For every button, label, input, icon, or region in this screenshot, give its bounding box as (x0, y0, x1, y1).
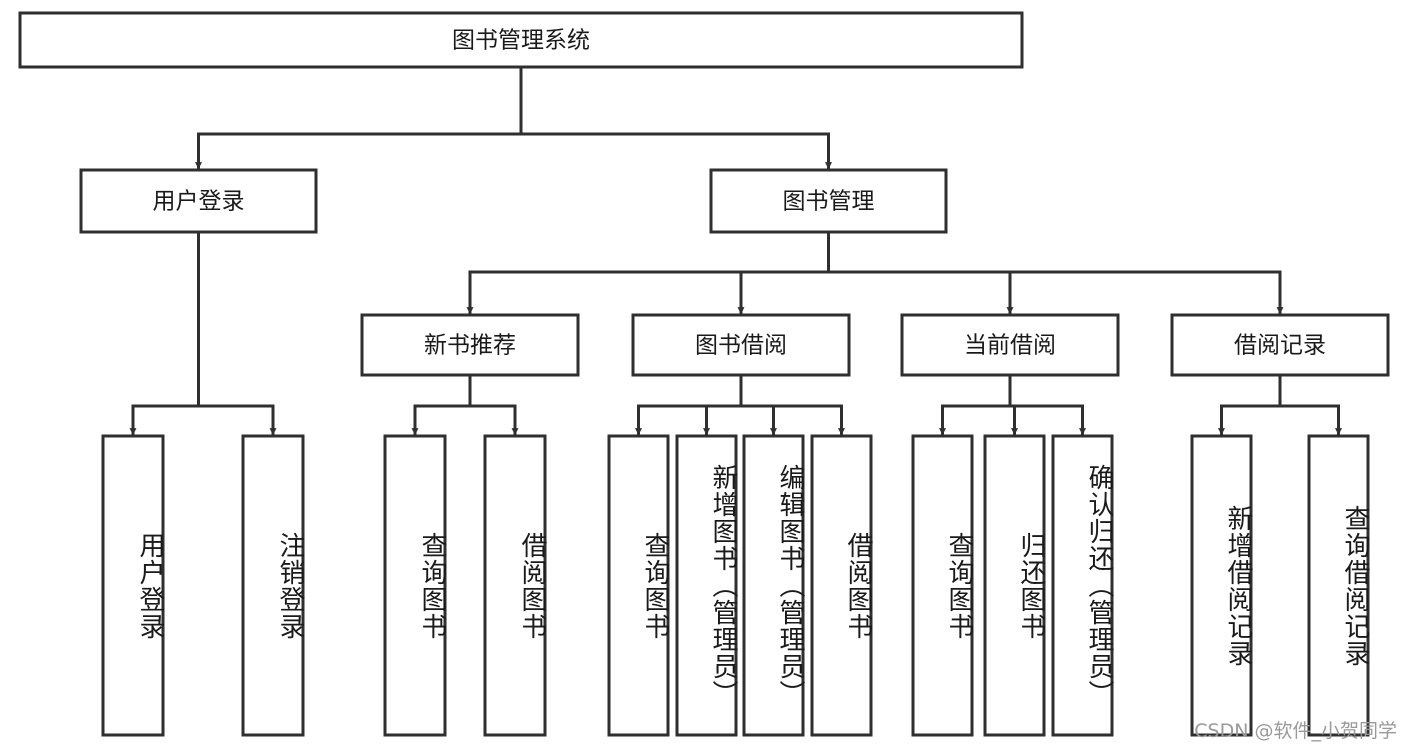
node-borrow-record-label: 借阅记录 (1234, 333, 1326, 359)
leaf-leaf-logout-box[interactable] (241, 434, 305, 737)
leaf-leaf-query-book-3-box[interactable] (911, 434, 974, 737)
leaf-leaf-query-book-1-box[interactable] (383, 434, 447, 737)
node-root-label: 图书管理系统 (452, 28, 590, 54)
node-book-management-label: 图书管理 (783, 189, 875, 215)
node-book-management-box[interactable] (709, 168, 948, 234)
connector-group (129, 65, 1342, 436)
leaf-leaf-confirm-return-box[interactable] (1051, 434, 1114, 737)
node-user-login-label: 用户登录 (153, 189, 245, 215)
leaf-leaf-edit-book-box[interactable] (742, 434, 805, 737)
node-new-book-recommend-box[interactable] (360, 313, 580, 377)
node-current-borrow-label: 当前借阅 (964, 333, 1056, 359)
leaf-leaf-borrow-book-1-box[interactable] (483, 434, 547, 737)
leaf-leaf-return-book-box[interactable] (983, 434, 1046, 737)
leaf-leaf-user-login-box[interactable] (101, 434, 165, 737)
leaf-leaf-add-book-box[interactable] (675, 434, 738, 737)
leaf-leaf-add-record-box[interactable] (1190, 434, 1253, 737)
node-new-book-recommend-label: 新书推荐 (424, 333, 516, 359)
leaf-leaf-query-book-2-box[interactable] (607, 434, 670, 737)
node-borrow-record-box[interactable] (1170, 313, 1390, 377)
watermark-text: CSDN @软件_小贺同学 (1194, 720, 1397, 742)
leaf-leaf-borrow-book-2-box[interactable] (810, 434, 873, 737)
node-user-login-box[interactable] (79, 168, 318, 234)
node-root-box[interactable] (18, 11, 1024, 69)
node-current-borrow-box[interactable] (900, 313, 1120, 377)
leaf-leaf-query-record-box[interactable] (1307, 434, 1370, 737)
node-book-borrow-label: 图书借阅 (695, 333, 787, 359)
node-book-borrow-box[interactable] (631, 313, 851, 377)
